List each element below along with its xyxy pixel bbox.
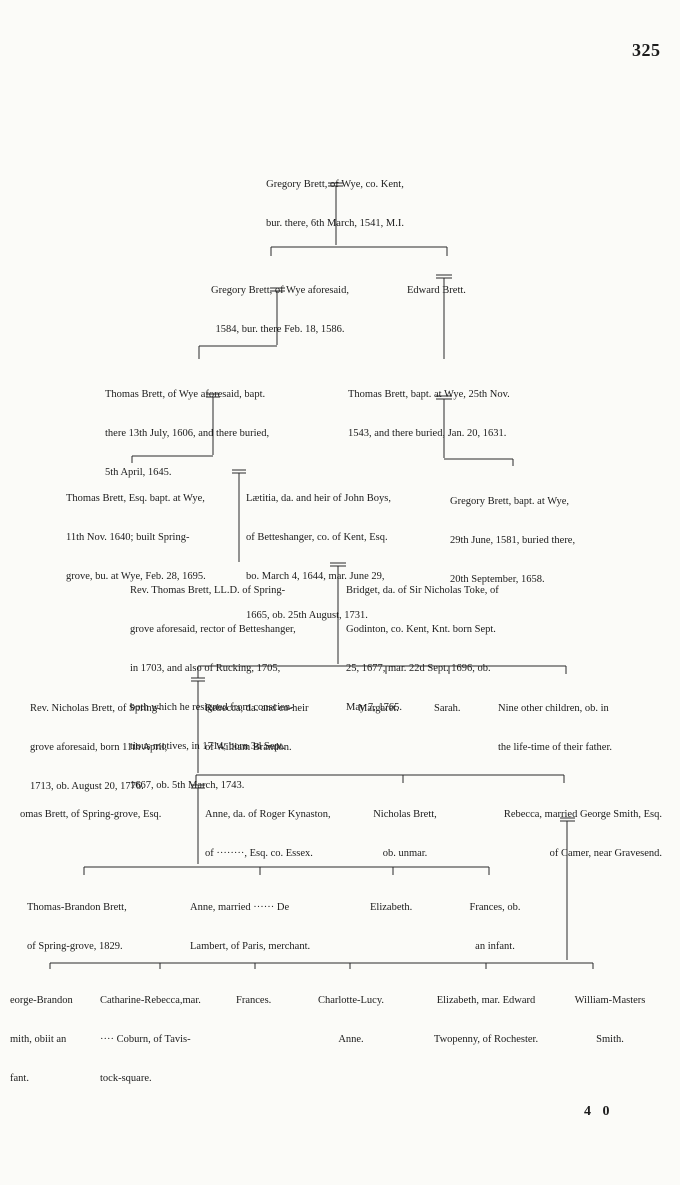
person-line: May 7, 1765. (346, 702, 402, 713)
person-thomas-brett-1543: Thomas Brett, bapt. at Wye, 25th Nov. 15… (348, 362, 510, 453)
person-line: Rev. Thomas Brett, LL.D. of Spring- (130, 585, 286, 596)
person-line: 29th June, 1581, buried there, (450, 535, 576, 546)
person-nicholas-brett-unmarried: Nicholas Brett, ob. unmar. (360, 782, 450, 873)
person-line: an infant. (475, 941, 515, 952)
page-number: 325 (632, 40, 661, 60)
person-line: Anne. (338, 1034, 364, 1045)
person-line: 5th April, 1645. (105, 467, 172, 478)
person-line: Rebecca, married George Smith, Esq. (503, 809, 662, 820)
person-sarah: Sarah. (434, 676, 461, 728)
person-line: 1667, ob. 5th March, 1743. (130, 780, 245, 791)
person-line: tock-square. (100, 1073, 152, 1084)
person-bridget-toke: Bridget, da. of Sir Nicholas Toke, of Go… (346, 558, 499, 727)
person-line: Thomas Brett, of Wye aforesaid, bapt. (105, 389, 266, 400)
person-anne-kynaston: Anne, da. of Roger Kynaston, of ········… (205, 782, 331, 873)
person-thomas-brandon-brett: Thomas-Brandon Brett, of Spring-grove, 1… (27, 875, 127, 966)
person-laetitia-boys: Lætitia, da. and heir of John Boys, of B… (246, 466, 391, 635)
person-charlotte-lucy-anne: Charlotte-Lucy. Anne. (305, 968, 397, 1059)
person-rev-nicholas-brett: Rev. Nicholas Brett, of Spring- grove af… (30, 676, 167, 806)
person-line: Nicholas Brett, (373, 809, 437, 820)
person-rebecca-smith: Rebecca, married George Smith, Esq. of C… (450, 782, 662, 873)
person-line: mith, obiit an (10, 1034, 67, 1045)
person-line: the life-time of their father. (498, 742, 612, 753)
person-gregory-brett-1581: Gregory Brett, bapt. at Wye, 29th June, … (450, 469, 575, 599)
person-frances-smith: Frances. (236, 968, 271, 1020)
person-thomas-brett-1640: Thomas Brett, Esq. bapt. at Wye, 11th No… (66, 466, 206, 596)
person-line: ob. unmar. (382, 848, 428, 859)
person-thomas-brett-spring-grove: omas Brett, of Spring-grove, Esq. (20, 782, 161, 834)
person-line: Godinton, co. Kent, Knt. born Sept. (346, 624, 496, 635)
person-line: Anne, married ······ De (190, 902, 290, 913)
person-edward-brett: Edward Brett. (407, 258, 466, 310)
person-line: Thomas-Brandon Brett, (27, 902, 127, 913)
person-nine-other-children: Nine other children, ob. in the life-tim… (498, 676, 612, 767)
person-gregory-brett-senior: Gregory Brett, of Wye, co. Kent, bur. th… (190, 152, 480, 243)
person-catharine-rebecca: Catharine-Rebecca,mar. ···· Coburn, of T… (100, 968, 201, 1098)
person-line: 20th September, 1658. (450, 574, 545, 585)
person-line: bo. March 4, 1644, mar. June 29, (246, 571, 385, 582)
person-line: Frances, ob. (469, 902, 521, 913)
person-line: Anne, da. of Roger Kynaston, (205, 809, 331, 820)
person-line: Frances. (236, 995, 272, 1006)
person-line: 11th Nov. 1640; built Spring- (66, 532, 190, 543)
person-line: in 1703, and also of Rucking, 1705, (130, 663, 281, 674)
person-line: of Spring-grove, 1829. (27, 941, 123, 952)
person-line: 25, 1677, mar. 22d Sept. 1696, ob. (346, 663, 491, 674)
person-line: of William Brandon. (205, 742, 292, 753)
person-william-masters-smith: William-Masters Smith. (560, 968, 660, 1059)
person-line: ···· Coburn, of Tavis- (100, 1034, 191, 1045)
person-line: Catharine-Rebecca,mar. (100, 995, 201, 1006)
person-line: 1713, ob. August 20, 1776. (30, 781, 144, 792)
person-line: William-Masters (574, 995, 646, 1006)
person-line: Edward Brett. (407, 285, 466, 296)
person-frances-infant: Frances, ob. an infant. (455, 875, 535, 966)
person-line: Lætitia, da. and heir of John Boys, (246, 493, 391, 504)
person-line: Sarah. (434, 703, 461, 714)
person-line: Elizabeth, mar. Edward (436, 995, 536, 1006)
person-line: Lambert, of Paris, merchant. (190, 941, 311, 952)
person-line: 1584, bur. there Feb. 18, 1586. (215, 324, 345, 335)
person-line: both which he resigned from conscien- (130, 702, 294, 713)
person-line: Charlotte-Lucy. (317, 995, 385, 1006)
person-line: 1543, and there buried, Jan. 20, 1631. (348, 428, 507, 439)
person-line: Elizabeth. (370, 902, 413, 913)
person-line: Nine other children, ob. in (498, 703, 609, 714)
person-line: there 13th July, 1606, and there buried, (105, 428, 270, 439)
person-line: eorge-Brandon (10, 995, 73, 1006)
person-george-brandon-smith: eorge-Brandon mith, obiit an fant. (10, 968, 73, 1098)
person-rev-thomas-brett: Rev. Thomas Brett, LL.D. of Spring- grov… (130, 558, 296, 805)
person-line: Gregory Brett, of Wye aforesaid, (211, 285, 349, 296)
person-line: tious motives, in 1714; born 3d Sept. (130, 741, 286, 752)
person-line: Thomas Brett, bapt. at Wye, 25th Nov. (348, 389, 510, 400)
person-line: bur. there, 6th March, 1541, M.I. (266, 218, 404, 229)
person-elizabeth: Elizabeth. (370, 875, 412, 927)
signature-mark: 4 0 (584, 1104, 614, 1119)
person-line: Twopenny, of Rochester. (433, 1034, 539, 1045)
person-line: Gregory Brett, of Wye, co. Kent, (266, 179, 404, 190)
person-line: Gregory Brett, bapt. at Wye, (450, 496, 570, 507)
person-line: fant. (10, 1073, 29, 1084)
person-line: Margaret. (358, 703, 399, 714)
person-anne-de-lambert: Anne, married ······ De Lambert, of Pari… (190, 875, 310, 966)
person-rebecca-brandon: Rebecca, da. and co-heir of William Bran… (205, 676, 308, 767)
person-line: Smith. (596, 1034, 624, 1045)
person-line: of ········, Esq. co. Essex. (205, 848, 313, 859)
person-line: Thomas Brett, Esq. bapt. at Wye, (66, 493, 205, 504)
person-gregory-brett-junior: Gregory Brett, of Wye aforesaid, 1584, b… (175, 258, 385, 349)
person-line: grove, bu. at Wye, Feb. 28, 1695. (66, 571, 206, 582)
person-line: Rev. Nicholas Brett, of Spring- (30, 703, 161, 714)
person-line: of Camer, near Gravesend. (549, 848, 662, 859)
person-elizabeth-twopenny: Elizabeth, mar. Edward Twopenny, of Roch… (420, 968, 552, 1059)
person-line: grove aforesaid, rector of Betteshanger, (130, 624, 296, 635)
person-line: Rebecca, da. and co-heir (205, 703, 309, 714)
person-margaret: Margaret. (358, 676, 399, 728)
person-line: of Betteshanger, co. of Kent, Esq. (246, 532, 388, 543)
person-line: omas Brett, of Spring-grove, Esq. (20, 809, 162, 820)
person-line: 1665, ob. 25th August, 1731. (246, 610, 368, 621)
person-line: Bridget, da. of Sir Nicholas Toke, of (346, 585, 499, 596)
person-line: grove aforesaid, born 11th April, (30, 742, 168, 753)
person-thomas-brett-1606: Thomas Brett, of Wye aforesaid, bapt. th… (105, 362, 269, 492)
